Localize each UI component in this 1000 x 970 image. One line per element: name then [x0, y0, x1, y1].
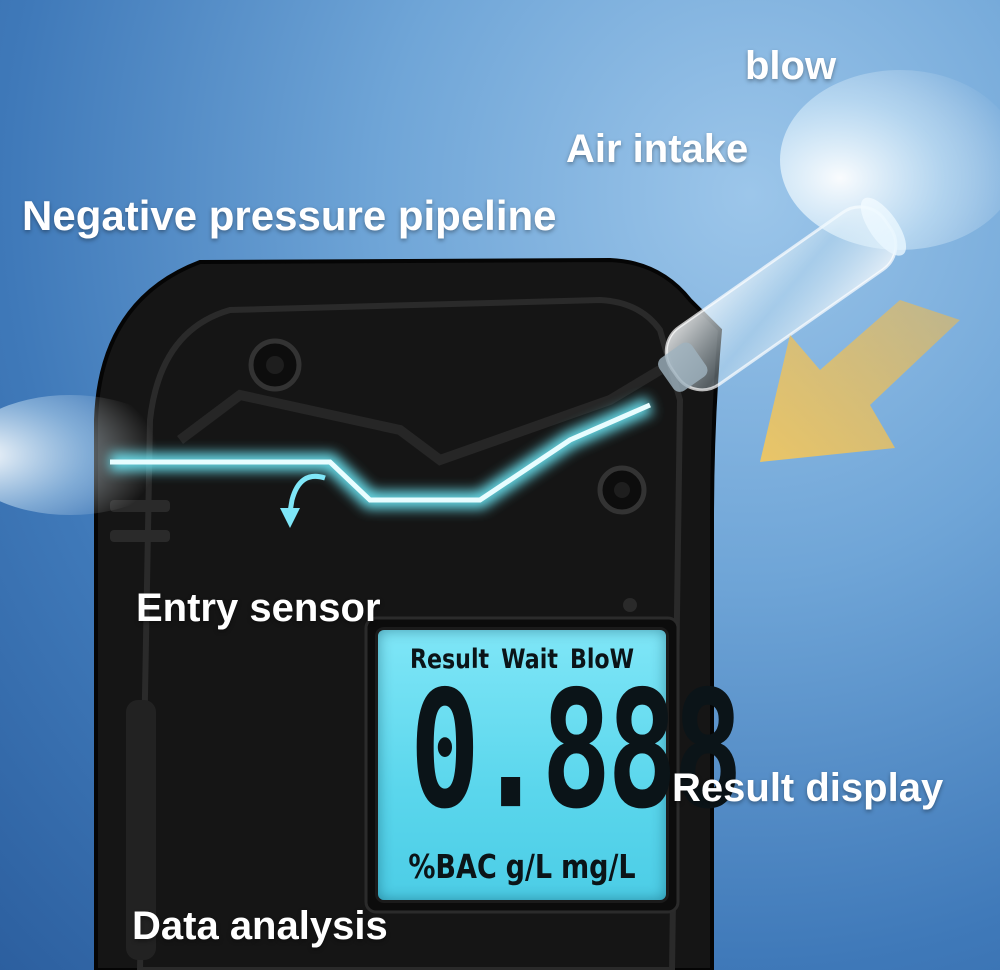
- result-lcd: Result Wait BloW 0.888 %BAC g/L mg/L: [378, 630, 743, 900]
- direction-arrow: [760, 300, 960, 462]
- lcd-unit-mgl: mg/L: [560, 847, 636, 886]
- side-grip: [126, 700, 156, 960]
- airflow-path: [110, 402, 652, 503]
- lcd-status-row: Result Wait BloW: [404, 644, 640, 675]
- lcd-reading: 0.888: [409, 657, 743, 845]
- label-negative-pressure-pipeline: Negative pressure pipeline: [22, 192, 557, 239]
- label-air-intake: Air intake: [566, 127, 749, 171]
- mounting-hole-center: [614, 482, 630, 498]
- label-result-display: Result display: [672, 766, 944, 810]
- pipeline-channel: [177, 365, 663, 466]
- label-entry-sensor: Entry sensor: [136, 586, 381, 630]
- device-inner-frame: [136, 296, 684, 970]
- label-data-analysis: Data analysis: [132, 904, 388, 948]
- sensor-arrow: [287, 473, 326, 513]
- bezel-screw: [623, 598, 637, 612]
- lcd-unit-gl: g/L: [505, 847, 553, 886]
- sensor-arrow-head: [280, 508, 300, 528]
- lcd-wait-indicator: Wait: [501, 644, 558, 675]
- lcd-unit-row: %BAC g/L mg/L: [404, 847, 640, 886]
- lcd-unit-bac: %BAC: [408, 847, 497, 886]
- label-blow: blow: [745, 44, 837, 88]
- lcd-blow-indicator: BloW: [569, 644, 635, 675]
- mounting-hole-center: [266, 356, 284, 374]
- side-ridge: [110, 530, 170, 542]
- lcd-result-indicator: Result: [409, 644, 490, 675]
- exhaust-airflow: [0, 395, 180, 515]
- intake-airflow: [780, 70, 1000, 250]
